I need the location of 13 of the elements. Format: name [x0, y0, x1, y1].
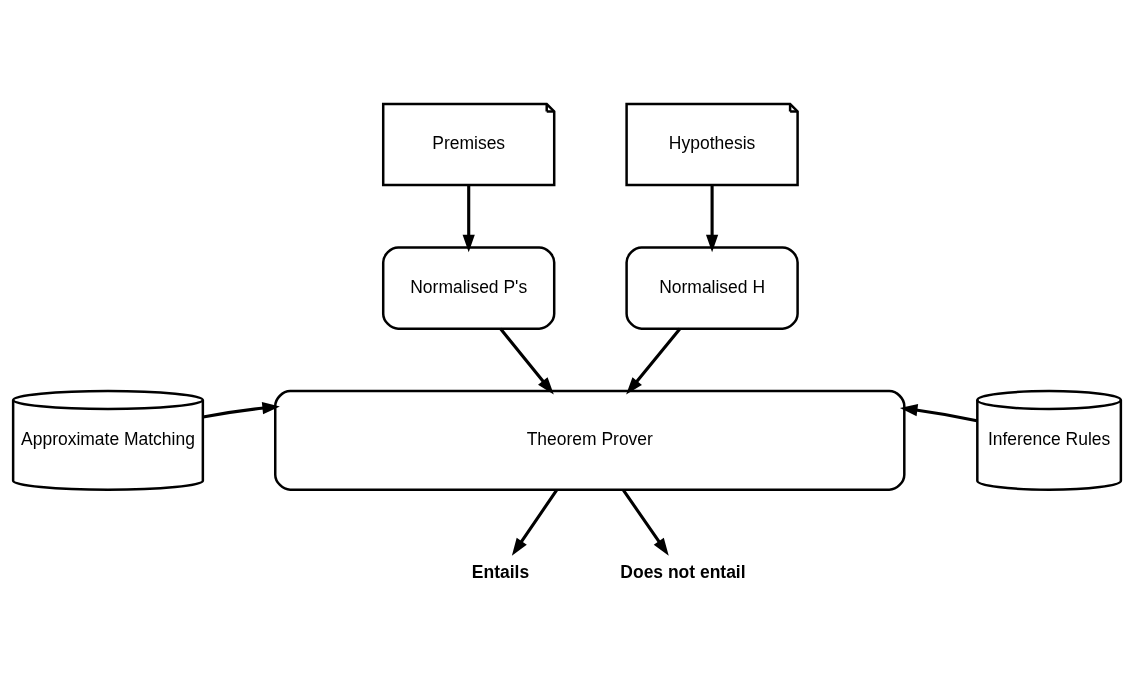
- arrow: [621, 488, 669, 556]
- node-box: Theorem Prover: [274, 389, 906, 491]
- node-box: Normalised P's: [381, 245, 556, 330]
- arrow: [511, 488, 559, 556]
- node-text: Entails: [471, 561, 530, 582]
- arrow: [499, 327, 554, 395]
- node-box: Normalised H: [625, 245, 799, 330]
- node-text: Does not entail: [620, 561, 746, 582]
- arrow: [202, 401, 280, 418]
- arrow: [462, 184, 475, 252]
- arrow: [705, 184, 719, 252]
- arrow: [899, 403, 978, 422]
- arrow: [626, 327, 682, 395]
